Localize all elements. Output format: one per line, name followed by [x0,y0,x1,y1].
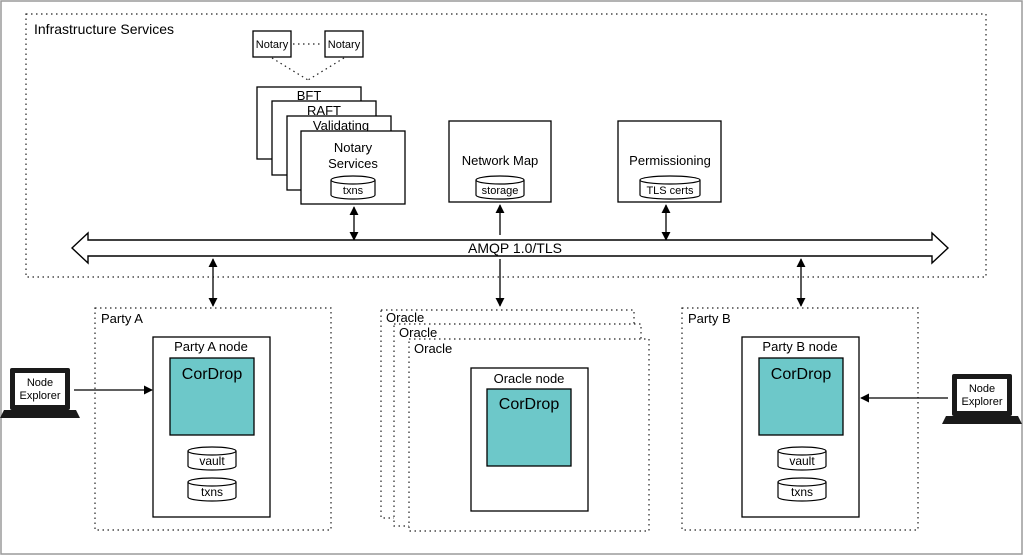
notary-box-b [324,30,364,58]
network-map-label: Network Map [462,153,539,168]
permissioning-label: Permissioning [629,153,711,168]
party-b-txns-store: txns [777,477,827,502]
party-b-explorer-label-2: Explorer [962,396,1003,408]
oracle-cordrop-box [486,388,572,467]
notary-label-b: Notary [328,39,361,51]
notary-services-label-2: Services [328,156,378,171]
party-b-title: Party B [688,311,731,326]
party-b-cordrop-box [758,357,844,436]
party-b-vault-label: vault [789,454,815,468]
notary-fan-left [271,57,309,81]
party-a-explorer-label-1: Node [27,377,53,389]
party-b-region [681,307,919,531]
party-b-node-label: Party B node [762,339,837,354]
oracle-stack-label-3: Oracle [414,341,452,356]
party-a-vault-label: vault [199,454,225,468]
notary-fan-right [307,57,345,81]
party-b-explorer-label-1: Node [969,383,995,395]
party-b-txns-label: txns [791,485,813,499]
party-a-explorer-label-2: Explorer [20,390,61,402]
notary-label-a: Notary [256,39,289,51]
party-a-title: Party A [101,311,143,326]
amqp-bus-label: AMQP 1.0/TLS [468,240,562,256]
permissioning-store-label: TLS certs [646,185,694,197]
notary-txns-store: txns [330,175,376,200]
party-a-region [94,307,332,531]
notary-txns-label: txns [343,185,364,197]
party-a-txns-label: txns [201,485,223,499]
notary-box-a [252,30,292,58]
party-a-vault-store: vault [187,446,237,471]
party-a-explorer-laptop-icon: Node Explorer [0,368,80,418]
notary-services-label-1: Notary [334,140,373,155]
oracle-stack-label-2: Oracle [399,325,437,340]
party-a-txns-store: txns [187,477,237,502]
oracle-cordrop-label: CorDrop [499,396,560,413]
infrastructure-title: Infrastructure Services [34,21,174,37]
network-map-store: storage [475,175,525,200]
amqp-bus [70,231,950,265]
party-a-cordrop-label: CorDrop [182,366,243,383]
oracle-stack-label-1: Oracle [386,310,424,325]
party-a-cordrop-box [169,357,255,436]
raft-label: RAFT [307,103,341,118]
oracle-node-label: Oracle node [494,371,565,386]
party-b-explorer-laptop-icon: Node Explorer [942,374,1022,424]
party-b-vault-store: vault [777,446,827,471]
permissioning-store: TLS certs [639,175,701,200]
network-map-store-label: storage [482,185,519,197]
infrastructure-region [25,13,987,278]
party-a-node-label: Party A node [174,339,248,354]
bft-label: BFT [297,88,322,103]
party-b-cordrop-label: CorDrop [771,366,832,383]
validating-label: Validating [313,118,369,133]
